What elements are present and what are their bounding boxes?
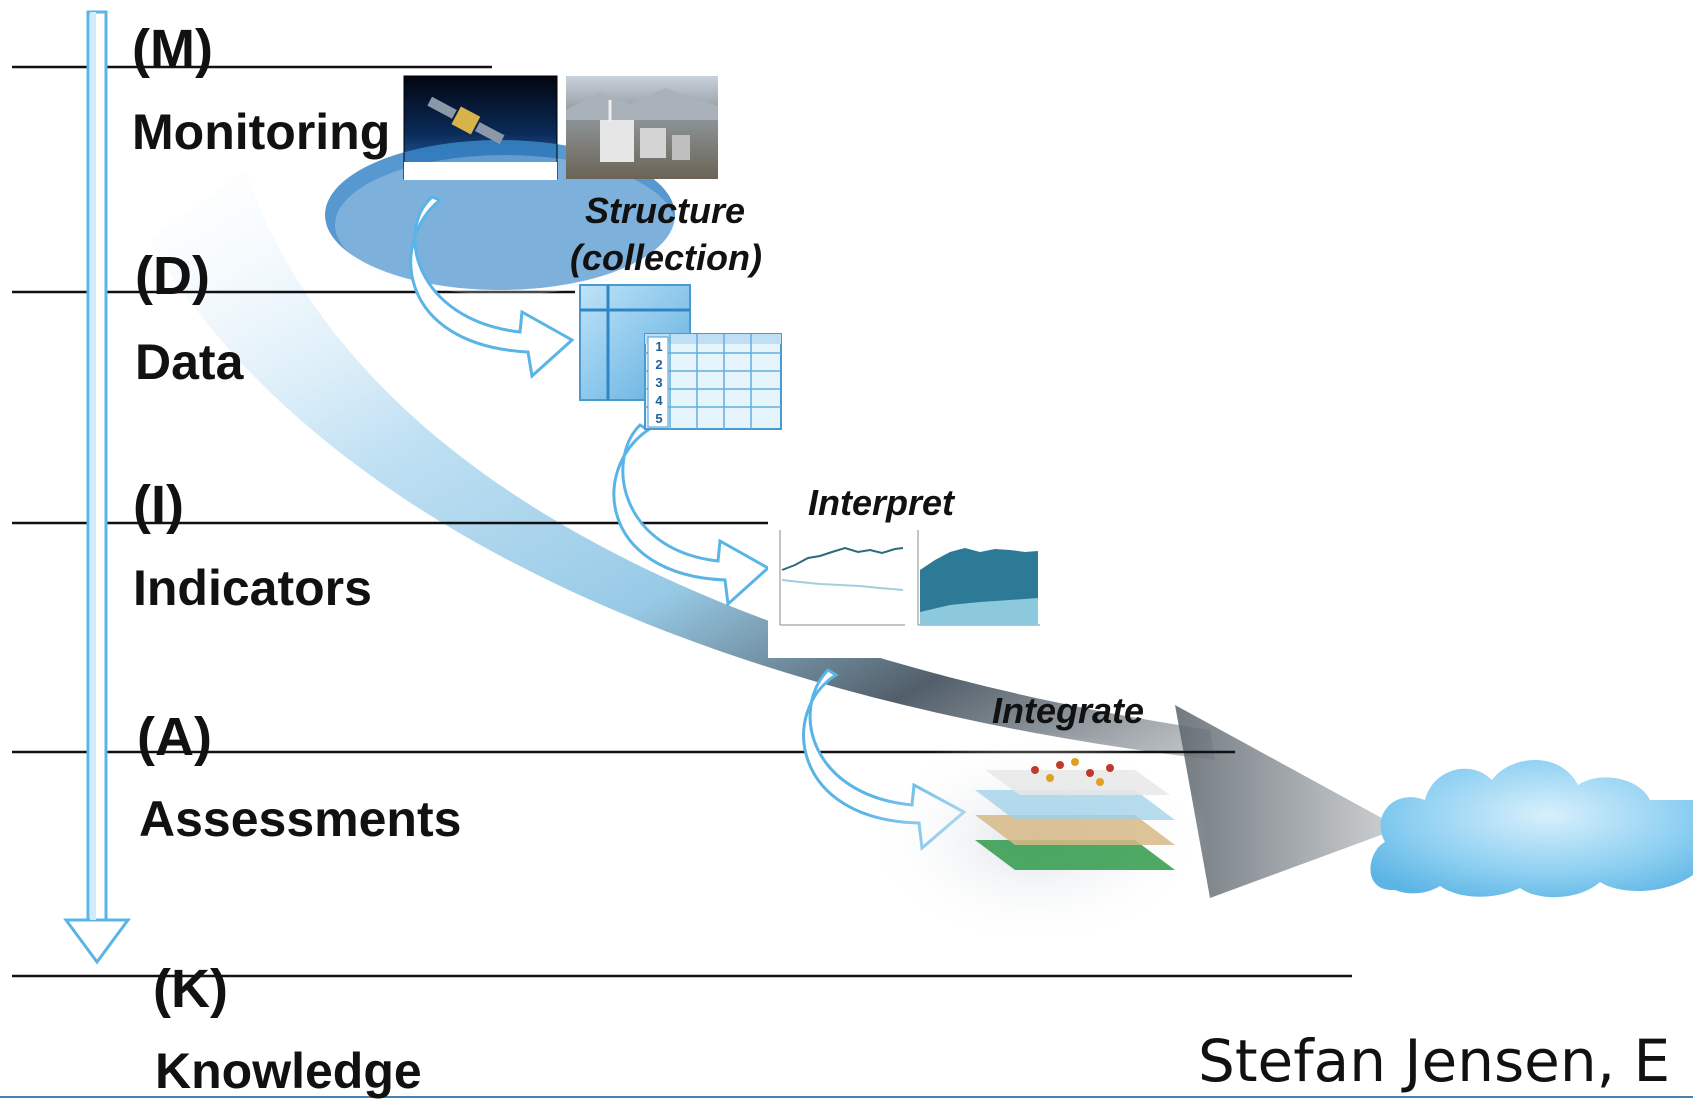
level-name-indicators: Indicators bbox=[133, 560, 372, 616]
table-row-number: 5 bbox=[655, 411, 663, 426]
level-code-data: (D) bbox=[135, 246, 210, 306]
curved-arrow-interpret bbox=[612, 423, 771, 608]
table-row-number: 1 bbox=[655, 339, 663, 354]
level-code-monitoring: (M) bbox=[132, 19, 213, 79]
step-structure-subtitle: (collection) bbox=[570, 236, 763, 278]
level-name-assessments: Assessments bbox=[139, 791, 462, 847]
author-credit: Stefan Jensen, E bbox=[1198, 1027, 1671, 1095]
step-label-interpret: Interpret bbox=[808, 482, 955, 523]
table-icon bbox=[579, 284, 782, 430]
level-code-indicators: (I) bbox=[133, 475, 184, 535]
table-row-number: 4 bbox=[655, 393, 663, 408]
table-row-numbers: 1 2 3 4 5 bbox=[650, 338, 668, 428]
step-label-structure: Structure (collection) bbox=[570, 188, 763, 282]
curved-arrow-structure bbox=[409, 195, 575, 379]
knowledge-cloud bbox=[1370, 760, 1693, 898]
table-row-number: 3 bbox=[655, 375, 663, 390]
level-code-knowledge: (K) bbox=[153, 959, 228, 1019]
indicator-charts-thumbnail bbox=[768, 518, 1040, 658]
step-structure-title: Structure bbox=[584, 190, 746, 231]
integrated-map-layers bbox=[860, 730, 1210, 950]
level-name-knowledge: Knowledge bbox=[155, 1043, 422, 1099]
vertical-down-arrow bbox=[63, 10, 131, 965]
level-code-assessments: (A) bbox=[137, 707, 212, 767]
level-name-data: Data bbox=[135, 334, 244, 390]
step-label-integrate: Integrate bbox=[992, 690, 1145, 731]
table-row-number: 2 bbox=[655, 357, 663, 372]
level-name-monitoring: Monitoring bbox=[132, 104, 391, 160]
monitoring-station-image bbox=[566, 76, 718, 179]
